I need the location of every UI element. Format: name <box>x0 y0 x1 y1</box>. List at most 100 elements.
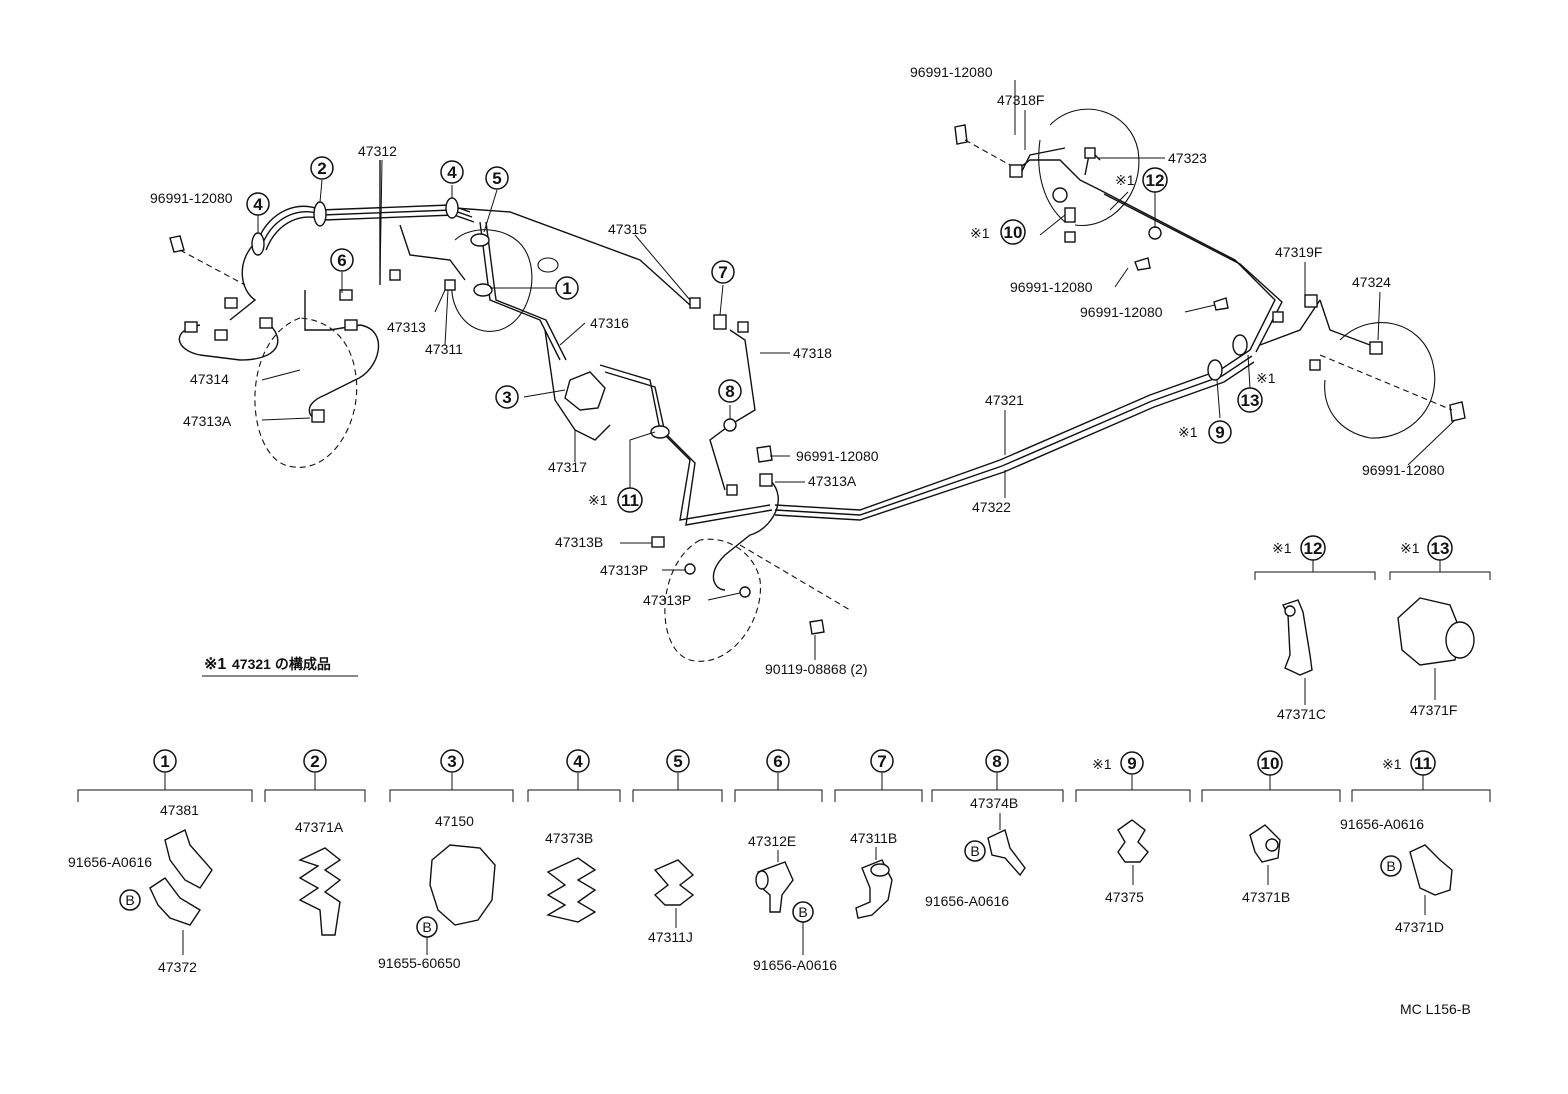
rear-right-drum-lower <box>1324 322 1436 439</box>
label-47319F: 47319F <box>1275 244 1322 260</box>
kit-7: 7 47311B <box>834 749 923 919</box>
pipe-center <box>379 160 773 526</box>
svg-text:47371D: 47371D <box>1395 919 1444 935</box>
svg-text:※1: ※1 <box>1256 370 1276 386</box>
label-47322: 47322 <box>972 499 1011 515</box>
svg-text:91656-A0616: 91656-A0616 <box>753 957 837 973</box>
svg-text:1: 1 <box>160 752 169 771</box>
label-47315: 47315 <box>608 221 647 237</box>
svg-text:2: 2 <box>310 752 319 771</box>
label-47314: 47314 <box>190 371 229 387</box>
callout-4-center: 4 <box>440 160 464 184</box>
svg-text:4: 4 <box>253 195 263 214</box>
svg-text:※1: ※1 <box>1115 172 1135 188</box>
svg-text:1: 1 <box>562 279 571 298</box>
callout-5: 5 <box>485 166 509 190</box>
note-prefix: ※1 <box>204 656 226 673</box>
svg-text:47371B: 47371B <box>1242 889 1290 905</box>
svg-text:13: 13 <box>1431 539 1450 558</box>
svg-text:※1: ※1 <box>1382 756 1402 772</box>
svg-text:6: 6 <box>337 251 346 270</box>
callout-6: 6 <box>330 248 354 272</box>
callout-10: ※1 10 <box>970 219 1026 245</box>
svg-text:47381: 47381 <box>160 802 199 818</box>
kit-5: 5 47311J <box>632 749 723 945</box>
svg-text:13: 13 <box>1241 391 1260 410</box>
svg-text:B: B <box>1386 858 1395 874</box>
svg-text:10: 10 <box>1261 754 1280 773</box>
pipe-clamps <box>251 187 1248 439</box>
note-text: 47321 の構成品 <box>232 656 331 672</box>
svg-text:10: 10 <box>1004 223 1023 242</box>
svg-text:※1: ※1 <box>1400 540 1420 556</box>
svg-text:47372: 47372 <box>158 959 197 975</box>
kit-6: 6 47312E B 91656-A0616 <box>734 749 837 973</box>
callout-11: ※1 11 <box>588 487 643 513</box>
label-90119: 90119-08868 (2) <box>765 661 867 677</box>
kit-1: 1 47381 91656-A0616 B 47372 <box>68 749 253 975</box>
svg-text:8: 8 <box>992 752 1001 771</box>
svg-text:2: 2 <box>317 159 326 178</box>
svg-text:B: B <box>125 892 134 908</box>
kit-10: 10 47371B <box>1201 750 1341 905</box>
note-47321-components: ※1 47321 の構成品 <box>202 656 358 677</box>
svg-text:47374B: 47374B <box>970 795 1018 811</box>
label-96991-right-2: 96991-12080 <box>1080 304 1163 320</box>
rear-right-drum-upper <box>1038 108 1140 226</box>
callout-1: 1 <box>555 276 579 300</box>
label-47324: 47324 <box>1352 274 1391 290</box>
label-47312: 47312 <box>358 143 397 159</box>
svg-text:47375: 47375 <box>1105 889 1144 905</box>
svg-text:※1: ※1 <box>970 225 990 241</box>
svg-text:7: 7 <box>877 752 886 771</box>
svg-text:11: 11 <box>621 491 639 510</box>
label-96991-top-right: 96991-12080 <box>910 64 993 80</box>
label-47313B: 47313B <box>555 534 603 550</box>
label-47323: 47323 <box>1168 150 1207 166</box>
label-47313A-left: 47313A <box>183 413 232 429</box>
svg-text:91656-A0616: 91656-A0616 <box>1340 816 1424 832</box>
svg-text:91656-A0616: 91656-A0616 <box>68 854 152 870</box>
svg-text:9: 9 <box>1127 754 1136 773</box>
kit-3: 3 47150 B 91655-60650 <box>378 749 514 971</box>
svg-text:B: B <box>970 843 979 859</box>
svg-text:47311B: 47311B <box>850 830 897 846</box>
leader-lines <box>257 80 1456 660</box>
pipe-hoses <box>712 147 1371 591</box>
svg-text:11: 11 <box>1414 754 1432 773</box>
pipe-left-front-loop <box>178 239 380 421</box>
label-47371C: 47371C <box>1277 706 1326 722</box>
label-47317: 47317 <box>548 459 587 475</box>
svg-text:47150: 47150 <box>435 813 474 829</box>
svg-text:5: 5 <box>492 169 501 188</box>
kit-2: 2 47371A <box>264 749 366 936</box>
svg-text:※1: ※1 <box>588 492 608 508</box>
label-47311: 47311 <box>425 341 463 357</box>
svg-text:3: 3 <box>447 752 456 771</box>
svg-text:6: 6 <box>773 752 782 771</box>
label-96991-top-left: 96991-12080 <box>150 190 233 206</box>
svg-text:12: 12 <box>1146 171 1165 190</box>
label-47318: 47318 <box>793 345 832 361</box>
label-47316: 47316 <box>590 315 629 331</box>
svg-text:3: 3 <box>502 388 511 407</box>
svg-text:※1: ※1 <box>1178 424 1198 440</box>
center-front-disc-outline <box>664 538 851 662</box>
svg-text:12: 12 <box>1304 539 1323 558</box>
callout-3: 3 <box>495 385 519 409</box>
callout-12: ※1 12 <box>1115 167 1168 193</box>
label-47313P-1: 47313P <box>600 562 648 578</box>
svg-text:47371A: 47371A <box>295 819 344 835</box>
detail-12: ※1 12 47371C <box>1254 535 1376 722</box>
pipe-main-front <box>257 204 691 361</box>
svg-text:B: B <box>422 919 431 935</box>
master-cylinder-outline <box>451 229 559 332</box>
reference-code: MC L156-B <box>1400 1001 1471 1017</box>
part-labels: 96991-12080 47312 47315 47313 47311 4731… <box>150 64 1445 677</box>
label-96991-right-1: 96991-12080 <box>1010 279 1093 295</box>
svg-text:5: 5 <box>673 752 682 771</box>
label-47313A-mid: 47313A <box>808 473 857 489</box>
